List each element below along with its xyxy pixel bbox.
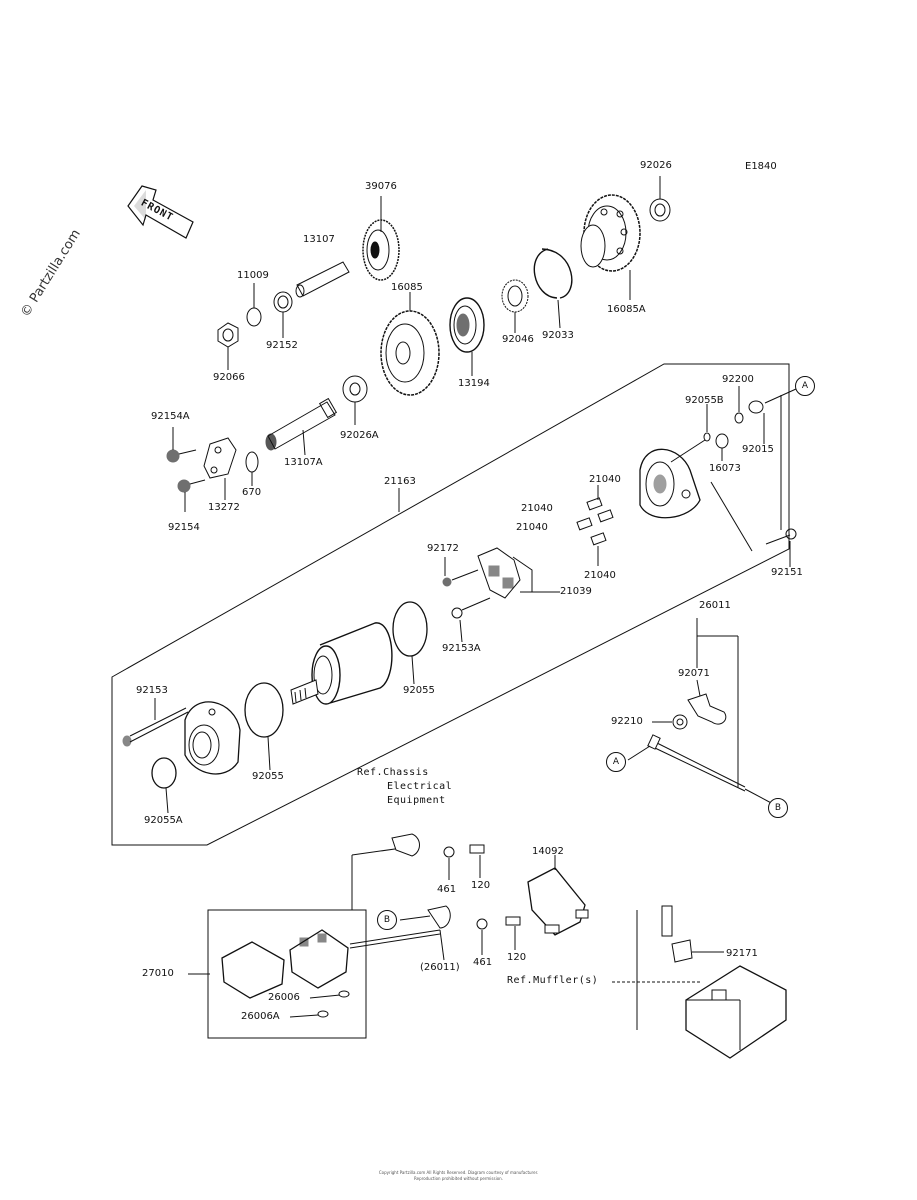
front-cover-icon	[184, 701, 241, 775]
ref-muffler: Ref.Muffler(s)	[507, 975, 599, 986]
starter-relay-icon	[221, 929, 349, 999]
footer-line1: Copyright Partzilla.com All Rights Reser…	[378, 1170, 539, 1175]
shaft-13107a-icon	[265, 397, 338, 451]
part-label-120-upper[interactable]: 120	[471, 880, 491, 891]
part-label-13272[interactable]: 13272	[208, 502, 240, 513]
part-label-92200[interactable]: 92200	[722, 374, 754, 385]
callout-a-lower: A	[606, 752, 626, 772]
part-label-26011[interactable]: 26011	[699, 600, 731, 611]
callout-b-right: B	[768, 798, 788, 818]
part-label-92153A[interactable]: 92153A	[442, 643, 481, 654]
part-label-16085A[interactable]: 16085A	[607, 304, 646, 315]
terminal-boot-icon	[672, 693, 727, 730]
part-label-670[interactable]: 670	[242, 487, 262, 498]
part-label-92172[interactable]: 92172	[427, 543, 459, 554]
brush-spring-icon	[576, 497, 614, 546]
footer-line2: Reproduction prohibited without permissi…	[414, 1176, 503, 1181]
relay-cover-14092-icon	[527, 867, 589, 936]
part-label-120-lower[interactable]: 120	[507, 952, 527, 963]
part-label-26006[interactable]: 26006	[268, 992, 300, 1003]
starter-cable-icon	[647, 734, 746, 792]
part-label-13107A[interactable]: 13107A	[284, 457, 323, 468]
part-label-92026A[interactable]: 92026A	[340, 430, 379, 441]
part-label-21040-bottom[interactable]: 21040	[584, 570, 616, 581]
part-label-21163[interactable]: 21163	[384, 476, 416, 487]
part-label-92026[interactable]: 92026	[640, 160, 672, 171]
part-label-92210[interactable]: 92210	[611, 716, 643, 727]
part-label-92171[interactable]: 92171	[726, 948, 758, 959]
part-label-26006A[interactable]: 26006A	[241, 1011, 280, 1022]
part-label-21040-low[interactable]: 21040	[516, 522, 548, 533]
bolt-92154a-icon	[166, 449, 197, 463]
part-label-92033[interactable]: 92033	[542, 330, 574, 341]
clutch-13194-icon	[449, 297, 485, 353]
part-label-92055-right[interactable]: 92055	[403, 685, 435, 696]
part-label-26011-paren[interactable]: (26011)	[420, 962, 460, 973]
bolt-92151-icon	[765, 528, 797, 545]
bearing-92046-icon	[501, 279, 529, 313]
callout-a-upper: A	[795, 376, 815, 396]
part-label-92152[interactable]: 92152	[266, 340, 298, 351]
bolt-92154-icon	[177, 479, 206, 493]
ref-chassis-line2: Electrical	[387, 781, 453, 792]
gear-16085-icon	[380, 310, 440, 396]
part-label-92071[interactable]: 92071	[678, 668, 710, 679]
bolt-92171-icon	[661, 905, 693, 963]
part-label-13107[interactable]: 13107	[303, 234, 335, 245]
part-label-14092[interactable]: 14092	[532, 846, 564, 857]
part-label-92055-left[interactable]: 92055	[252, 771, 284, 782]
diagram-code: E1840	[745, 161, 777, 172]
terminal-461-lower-icon	[349, 905, 521, 949]
part-label-13194[interactable]: 13194	[458, 378, 490, 389]
starter-assembly-boundary	[111, 363, 790, 846]
part-label-21039[interactable]: 21039	[560, 586, 592, 597]
part-label-27010[interactable]: 27010	[142, 968, 174, 979]
part-label-21040-top[interactable]: 21040	[589, 474, 621, 485]
part-label-92154A[interactable]: 92154A	[151, 411, 190, 422]
part-label-461-lower[interactable]: 461	[473, 957, 493, 968]
part-label-92046[interactable]: 92046	[502, 334, 534, 345]
part-label-16085[interactable]: 16085	[391, 282, 423, 293]
part-label-92154[interactable]: 92154	[168, 522, 200, 533]
part-label-92066[interactable]: 92066	[213, 372, 245, 383]
end-cover-icon	[639, 448, 701, 519]
starter-motor-yoke-icon	[290, 622, 393, 705]
gear-39076-icon	[362, 219, 400, 281]
ref-chassis-line3: Equipment	[387, 795, 446, 806]
part-label-92055B[interactable]: 92055B	[685, 395, 724, 406]
part-label-92153[interactable]: 92153	[136, 685, 168, 696]
part-label-16073[interactable]: 16073	[709, 463, 741, 474]
front-arrow-icon	[127, 185, 194, 239]
terminal-461-upper-icon	[391, 833, 485, 858]
ref-chassis-line1: Ref.Chassis	[357, 767, 429, 778]
gear-16085a-icon	[580, 194, 641, 272]
part-label-21040-mid[interactable]: 21040	[521, 503, 553, 514]
part-label-92055A[interactable]: 92055A	[144, 815, 183, 826]
part-label-11009[interactable]: 11009	[237, 270, 269, 281]
callout-b-lower: B	[377, 910, 397, 930]
muffler-housing-icon	[685, 965, 787, 1059]
part-label-92015[interactable]: 92015	[742, 444, 774, 455]
brush-holder-icon	[477, 547, 521, 599]
part-label-461-upper[interactable]: 461	[437, 884, 457, 895]
plate-13272-icon	[203, 437, 237, 479]
part-label-39076[interactable]: 39076	[365, 181, 397, 192]
part-label-92151[interactable]: 92151	[771, 567, 803, 578]
shaft-13107-icon	[295, 261, 350, 298]
